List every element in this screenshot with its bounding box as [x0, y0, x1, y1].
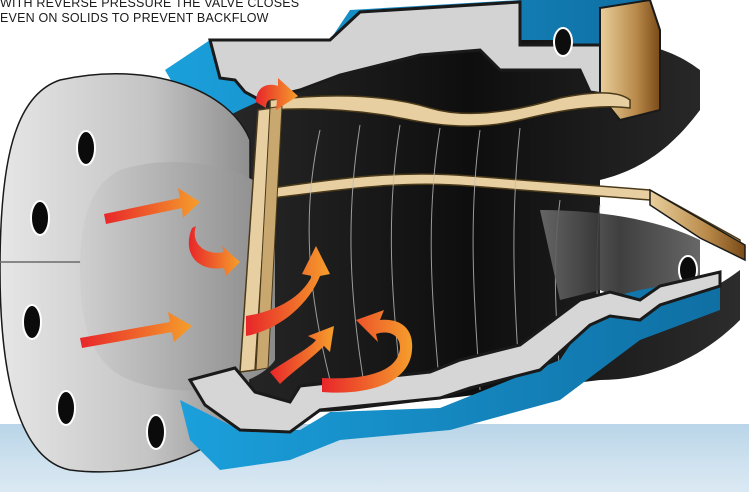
- flow-arrows: [80, 78, 413, 393]
- caption-line-2: EVEN ON SOLIDS TO PREVENT BACKFLOW: [0, 11, 269, 25]
- flow-arrow-icon: [188, 226, 240, 276]
- bolt-hole-icon: [30, 200, 50, 236]
- bolt-hole-icon: [146, 414, 166, 450]
- duckbill-lips: [239, 107, 273, 373]
- bolt-hole-icon: [56, 390, 76, 426]
- flow-arrow-icon: [270, 326, 334, 384]
- flow-arrow-icon: [256, 78, 298, 110]
- bolt-hole-icon: [76, 130, 96, 166]
- housing-top-cut: [208, 0, 612, 102]
- caption-line-1: WITH REVERSE PRESSURE THE VALVE CLOSES: [0, 0, 300, 10]
- bolt-hole-icon: [553, 27, 573, 57]
- flow-arrow-icon: [322, 310, 413, 393]
- sleeve-lower-gray: [540, 210, 700, 300]
- housing-top-blue: [165, 0, 650, 130]
- flow-arrow-icon: [104, 188, 200, 224]
- sleeve-right-lip: [649, 188, 746, 262]
- sleeve-upper: [269, 92, 631, 127]
- flow-arrow-icon: [80, 312, 192, 348]
- flow-arrow-icon: [246, 246, 330, 336]
- caption: WITH REVERSE PRESSURE THE VALVE CLOSES E…: [0, 0, 299, 26]
- flange-bolt-holes: [22, 130, 166, 450]
- bolt-hole-icon: [22, 304, 42, 340]
